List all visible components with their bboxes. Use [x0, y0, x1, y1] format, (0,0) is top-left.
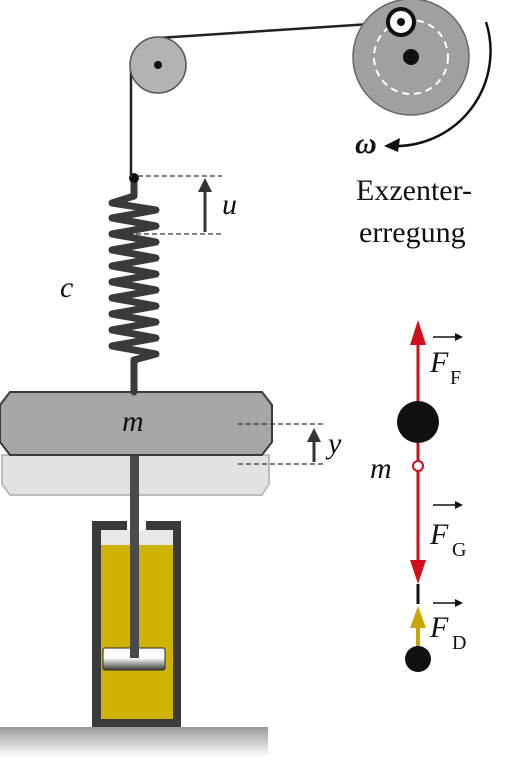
- svg-text:G: G: [452, 539, 466, 561]
- svg-text:D: D: [452, 632, 466, 654]
- free-body-diagram: [397, 320, 439, 672]
- exzenter-label-line2: erregung: [359, 216, 466, 249]
- fbd-damper-dot: [405, 646, 431, 672]
- fbd-mass-label: m: [370, 452, 392, 485]
- svg-text:F: F: [429, 611, 449, 644]
- c-label: c: [60, 271, 73, 304]
- fbd-center-point: [412, 460, 424, 472]
- y-displacement-marker: [238, 423, 324, 465]
- spring: [108, 174, 160, 396]
- curved-arrow-icon: [391, 21, 492, 148]
- svg-text:F: F: [429, 346, 449, 379]
- force-FF-label: F F: [429, 333, 463, 389]
- piston-rod: [130, 448, 139, 658]
- u-label: u: [222, 188, 237, 221]
- force-FG-label: F G: [429, 501, 466, 561]
- curved-arrow-head: [384, 138, 400, 152]
- eccentric-disk: [352, 0, 470, 116]
- rope-horizontal: [157, 20, 402, 40]
- force-FG-arrowhead: [410, 560, 426, 584]
- force-FD-label: F D: [429, 599, 466, 654]
- mass-label: m: [122, 405, 144, 438]
- omega-label: ω: [355, 127, 377, 160]
- pulley: [129, 36, 187, 94]
- up-arrow-icon: [198, 178, 212, 192]
- svg-text:F: F: [450, 367, 461, 389]
- force-FD-arrowhead: [410, 606, 426, 628]
- eccentric-center: [403, 49, 419, 65]
- force-FF-arrowhead: [410, 320, 426, 345]
- svg-text:F: F: [429, 518, 449, 551]
- exzenter-label-line1: Exzenter-: [356, 174, 472, 207]
- ground: [0, 727, 268, 757]
- y-label: y: [325, 427, 342, 460]
- up-arrow-icon: [307, 428, 321, 442]
- u-displacement-marker: [120, 175, 222, 235]
- mass-block: [0, 391, 273, 456]
- fbd-mass-dot: [397, 401, 439, 443]
